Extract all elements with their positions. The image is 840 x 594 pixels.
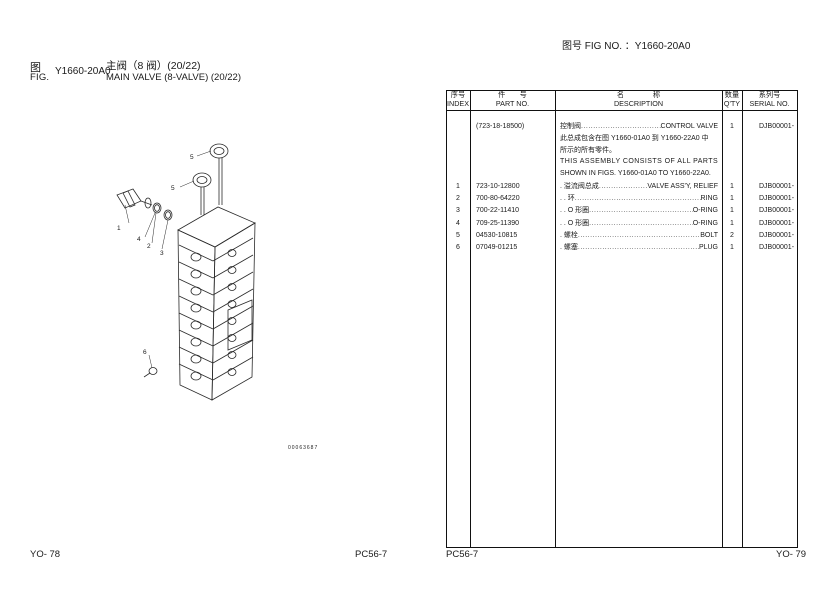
row-description: . 螺塞PLUG — [560, 243, 718, 253]
footer-left-model: PC56-7 — [355, 549, 388, 560]
row-serial: DJB00001- — [759, 231, 795, 239]
row-part-no: 723-10-12800 — [476, 183, 520, 190]
callout-6: 6 — [143, 349, 147, 356]
row-index: 4 — [456, 219, 460, 227]
assembly-description: 控制阀CONTROL VALVE — [560, 122, 718, 132]
row-part-no: 04530-10815 — [476, 231, 518, 239]
assembly-serial: DJB00001- — [759, 123, 795, 130]
row-qty: 1 — [730, 219, 734, 227]
row-part-no: 700-22-11410 — [476, 207, 520, 215]
row-description: . . O 形圈O-RING — [560, 206, 718, 216]
assembly-qty: 1 — [730, 123, 734, 130]
row-description: . . O 形圈O-RING — [560, 219, 718, 229]
fig-number: Y1660-20A0 — [55, 66, 111, 77]
row-description: . 溢流阀总成VALVE ASS'Y, RELIEF — [560, 182, 718, 192]
callout-1: 1 — [117, 225, 121, 232]
row-serial: DJB00001- — [759, 219, 795, 227]
row-description: . . 环RING — [560, 194, 718, 204]
assembly-note-en-1: THIS ASSEMBLY CONSISTS OF ALL PARTS — [560, 158, 719, 165]
row-serial: DJB00001- — [759, 195, 795, 203]
callout-2: 2 — [147, 243, 151, 250]
row-index: 5 — [456, 231, 460, 239]
row-part-no: 07049-01215 — [476, 244, 518, 251]
callout-3: 3 — [160, 250, 164, 257]
callout-5b: 5 — [171, 185, 175, 192]
row-qty: 1 — [730, 207, 734, 215]
footer-right-model: PC56-7 — [446, 549, 479, 560]
assembly-note-cn-2: 所示的所有零件。 — [560, 147, 616, 154]
row-index: 3 — [456, 207, 460, 215]
row-qty: 1 — [730, 244, 734, 251]
assembly-note-cn-1: 此总成包含在图 Y1660-01A0 到 Y1660-22A0 中 — [560, 135, 709, 142]
drawing-code: 00063687 — [288, 445, 319, 451]
row-index: 2 — [456, 195, 460, 203]
assembly-part-no: (723-18-18500) — [476, 123, 525, 130]
callout-5a: 5 — [190, 154, 194, 161]
top-fig-number: 图号 FIG NO. ：Y1660-20A0 — [562, 41, 691, 52]
row-part-no: 709-25-11390 — [476, 219, 520, 227]
fig-label-en: FIG. — [30, 72, 50, 83]
assembly-note-en-2: SHOWN IN FIGS. Y1660-01A0 TO Y1660-22A0. — [560, 170, 711, 177]
row-serial: DJB00001- — [759, 244, 795, 251]
row-index: 1 — [456, 183, 460, 190]
footer-left-page: YO- 78 — [30, 549, 61, 560]
footer-right-page: YO- 79 — [776, 549, 807, 560]
title-cn: 主阀（8 阀）(20/22) — [106, 60, 201, 72]
row-serial: DJB00001- — [759, 183, 795, 190]
row-serial: DJB00001- — [759, 207, 795, 215]
row-part-no: 700-80-64220 — [476, 195, 520, 203]
title-en: MAIN VALVE (8-VALVE) (20/22) — [106, 72, 241, 83]
main-valve-drawing: 5 5 1 4 2 3 6 — [116, 143, 256, 401]
callout-4: 4 — [137, 236, 141, 243]
fig-label-cn: 图 — [30, 62, 41, 74]
row-description: . 螺栓BOLT — [560, 231, 718, 241]
row-qty: 1 — [730, 195, 734, 203]
row-qty: 2 — [730, 231, 734, 239]
row-index: 6 — [456, 244, 460, 251]
row-qty: 1 — [730, 183, 734, 190]
